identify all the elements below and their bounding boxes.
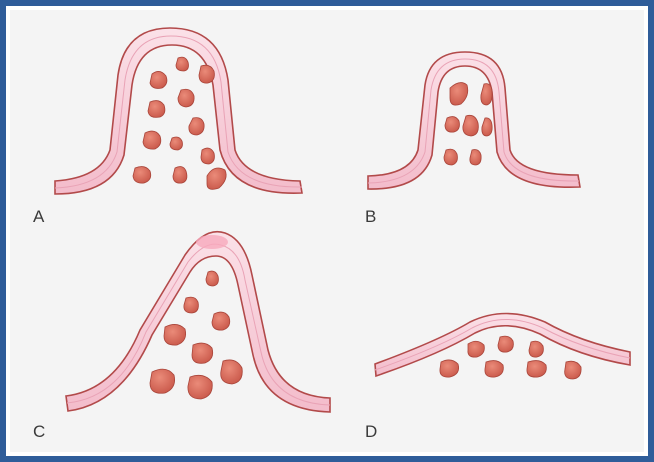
cell bbox=[450, 83, 468, 106]
cell bbox=[199, 65, 214, 83]
cell bbox=[150, 369, 175, 393]
panel-b-label: B bbox=[365, 208, 376, 225]
cell bbox=[170, 137, 183, 150]
cell bbox=[143, 131, 161, 149]
cell bbox=[470, 150, 481, 165]
cell bbox=[463, 115, 478, 136]
cell bbox=[221, 360, 243, 384]
panel-a-diagram bbox=[55, 28, 302, 194]
panel-c-label: C bbox=[33, 423, 45, 440]
cell bbox=[468, 341, 484, 357]
cell bbox=[482, 118, 492, 136]
cell bbox=[150, 71, 167, 88]
cell bbox=[206, 271, 218, 286]
cell bbox=[201, 148, 214, 164]
cell bbox=[133, 167, 151, 184]
cell bbox=[212, 312, 230, 330]
cell bbox=[529, 341, 543, 357]
cell bbox=[188, 375, 212, 399]
cell bbox=[445, 117, 459, 133]
cell bbox=[178, 89, 194, 107]
panel-c-diagram bbox=[66, 232, 330, 412]
cell bbox=[444, 149, 457, 165]
cell bbox=[189, 118, 204, 135]
cell bbox=[527, 361, 546, 378]
panel-c-peak-highlight bbox=[196, 235, 228, 249]
cell bbox=[440, 360, 459, 377]
cell bbox=[192, 343, 213, 363]
cell bbox=[176, 57, 189, 71]
cell bbox=[207, 168, 226, 189]
panel-d-label: D bbox=[365, 423, 377, 440]
cell bbox=[148, 101, 165, 118]
cell bbox=[184, 297, 199, 313]
cell bbox=[173, 167, 187, 184]
panel-a-label: A bbox=[33, 208, 44, 225]
panel-b-diagram bbox=[368, 52, 580, 189]
panel-b-cells bbox=[444, 83, 492, 165]
cell bbox=[481, 84, 492, 105]
cell bbox=[498, 336, 513, 352]
panel-a-cells bbox=[133, 57, 226, 189]
panel-d-diagram bbox=[375, 314, 630, 380]
cell bbox=[485, 361, 503, 378]
cell bbox=[565, 361, 581, 379]
cell bbox=[164, 324, 186, 345]
